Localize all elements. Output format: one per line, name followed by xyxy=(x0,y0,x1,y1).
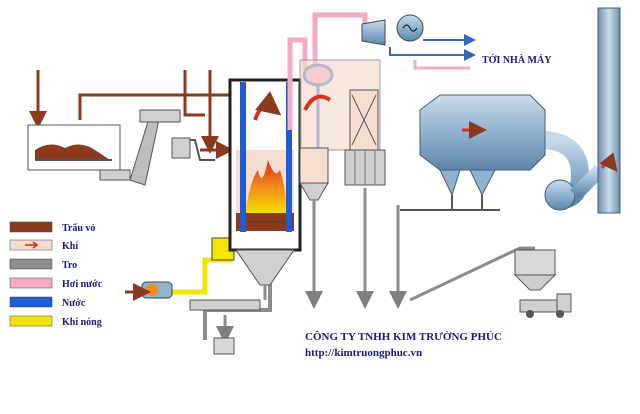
id-fan xyxy=(544,165,605,211)
gas-arrow-icon xyxy=(25,241,39,249)
legend-swatch-water xyxy=(9,296,53,308)
chimney-stack xyxy=(597,7,621,214)
husk-storage-bin xyxy=(27,124,131,181)
bag-filter xyxy=(400,94,546,211)
legend-label-husk: Trấu vỏ xyxy=(62,223,95,234)
feed-conveyor xyxy=(129,109,215,186)
legend: Trấu vỏ Khí Tro Hơi nước Nước Khí nóng xyxy=(9,221,103,328)
company-website: http://kimtruongphuc.vn xyxy=(305,347,422,359)
legend-label-hot-air: Khí nóng xyxy=(62,317,102,328)
legend-label-steam: Hơi nước xyxy=(62,279,103,290)
legend-label-ash: Tro xyxy=(62,260,77,271)
ash-silo-truck xyxy=(513,249,572,318)
legend-swatch-steam xyxy=(9,277,53,289)
ash-drop-lines xyxy=(305,188,535,309)
legend-label-water: Nước xyxy=(62,298,86,309)
turbine-generator xyxy=(361,14,476,70)
legend-swatch-husk xyxy=(9,221,53,233)
cyclone-separator xyxy=(299,89,386,201)
ash-hopper-left xyxy=(189,280,272,355)
legend-swatch-hot-air xyxy=(9,315,53,327)
company-name: CÔNG TY TNHH KIM TRƯỜNG PHÚC xyxy=(305,330,502,343)
hot-air-burner xyxy=(125,237,235,301)
legend-label-gas: Khí xyxy=(62,241,78,252)
destination-label: TỚI NHÀ MÁY xyxy=(482,54,552,66)
legend-swatch-ash xyxy=(9,258,53,270)
